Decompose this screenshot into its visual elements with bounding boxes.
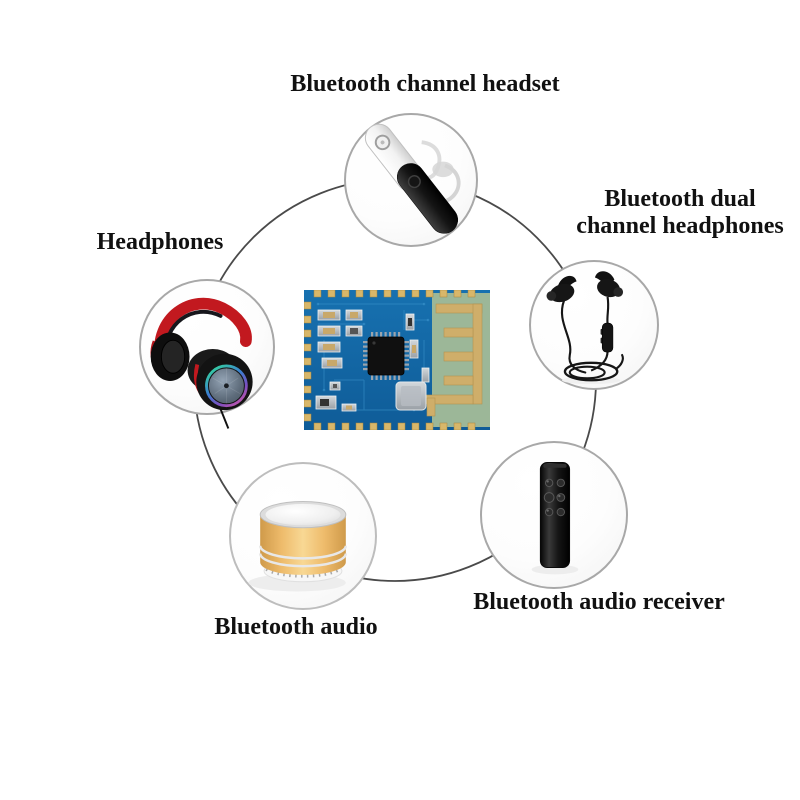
label-headphones-text: Headphones — [96, 229, 224, 255]
label-audio-receiver-text: Bluetooth audio receiver — [473, 589, 725, 615]
node-receiver — [480, 441, 628, 589]
label-dual-headphones: Bluetooth dual channel headphones — [560, 186, 800, 240]
pcb-module-image — [303, 289, 490, 431]
node-speaker — [229, 462, 377, 610]
label-headphones: Headphones — [60, 229, 260, 256]
label-audio-receiver: Bluetooth audio receiver — [449, 589, 749, 616]
label-bluetooth-audio: Bluetooth audio — [171, 614, 421, 641]
label-dual-line1: Bluetooth dual — [604, 186, 756, 212]
headset-image — [364, 123, 461, 234]
label-headset-text: Bluetooth channel headset — [290, 71, 560, 97]
label-headset: Bluetooth channel headset — [225, 71, 625, 98]
label-bluetooth-audio-text: Bluetooth audio — [214, 614, 378, 640]
node-dual-headphones — [529, 260, 659, 390]
speaker-image — [248, 500, 348, 592]
sport-earphones-image — [546, 271, 624, 385]
pcb-module — [303, 289, 490, 431]
headphones-image — [150, 297, 253, 429]
node-headphones — [139, 279, 275, 429]
receiver-image — [531, 461, 579, 575]
node-headset — [344, 113, 478, 247]
label-dual-line2: channel headphones — [576, 213, 784, 239]
